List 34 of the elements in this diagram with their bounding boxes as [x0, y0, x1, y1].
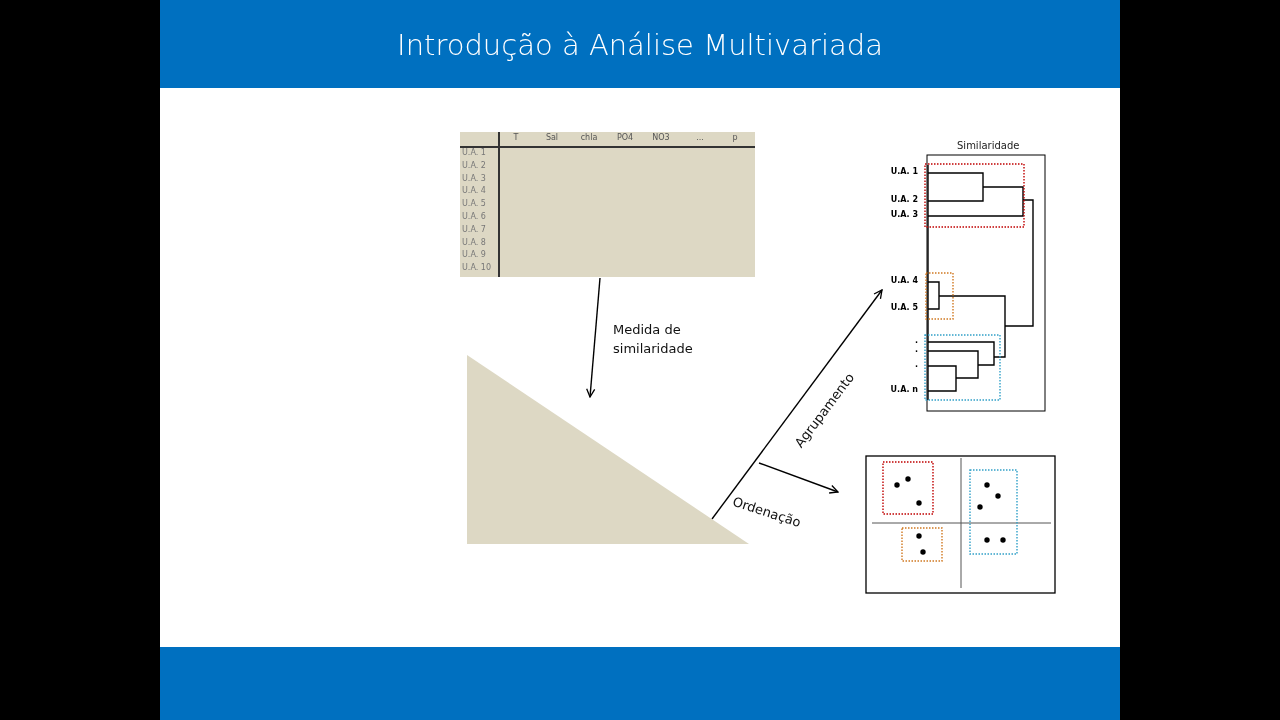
- arrow: [711, 289, 883, 520]
- axis-title: Similaridade: [957, 140, 1020, 151]
- leaf-label: U.A. n: [890, 385, 918, 394]
- row-label: U.A. 1: [462, 148, 486, 157]
- row-label: U.A. 7: [462, 224, 486, 234]
- data-table: [460, 132, 755, 277]
- row-label: U.A. 10: [462, 263, 491, 273]
- column-header: NO3: [651, 133, 671, 142]
- arrow: [758, 462, 839, 494]
- row-label: U.A. 6: [462, 212, 486, 221]
- column-header: PO4: [615, 133, 635, 142]
- row-label: U.A. 2: [462, 160, 486, 170]
- leaf-label: U.A. 3: [890, 210, 918, 219]
- edge-label: Medida de similaridade: [613, 321, 694, 358]
- leaf-label: U.A. 2: [890, 195, 918, 204]
- slide-title: Introdução à Análise Multivariada: [397, 28, 883, 62]
- leaf-label: U.A. 1: [890, 167, 918, 176]
- arrow: [586, 277, 601, 398]
- leaf-label: U.A. 4: [890, 276, 918, 285]
- column-header: p: [731, 133, 739, 142]
- leaf-label: .: [914, 360, 918, 369]
- column-header: Sal: [544, 133, 560, 142]
- leaf-label: .: [914, 345, 918, 354]
- column-header: T: [512, 133, 520, 142]
- column-header: ...: [695, 133, 705, 142]
- row-label: U.A. 4: [462, 186, 486, 196]
- ordination-plot: [865, 455, 1056, 594]
- column-header: chla: [579, 133, 599, 142]
- leaf-label: .: [914, 336, 918, 345]
- row-label: U.A. 9: [462, 250, 486, 260]
- row-label: U.A. 5: [462, 199, 486, 209]
- row-label: U.A. 8: [462, 237, 486, 247]
- row-label: U.A. 3: [462, 173, 486, 183]
- leaf-label: U.A. 5: [890, 303, 918, 312]
